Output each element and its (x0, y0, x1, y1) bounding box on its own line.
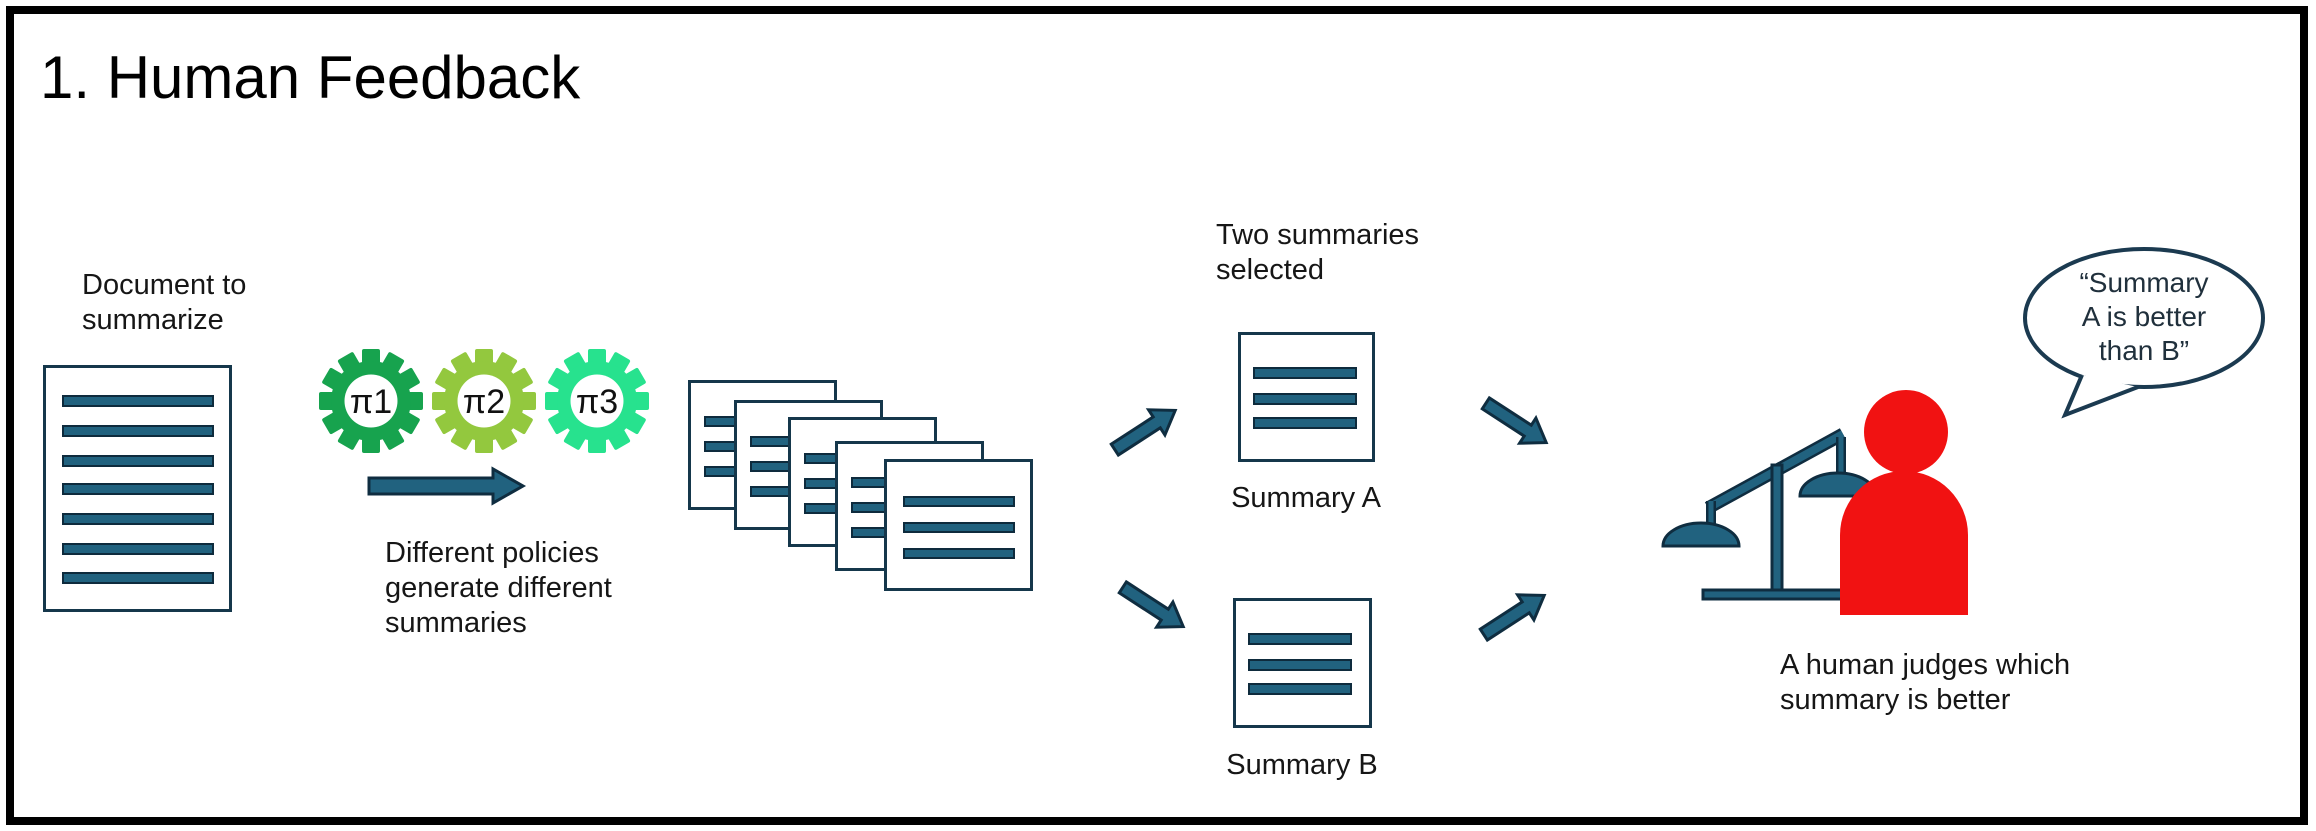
slide-title: 1. Human Feedback (40, 44, 581, 111)
text-line (903, 522, 1015, 533)
arrow-right-icon (367, 466, 527, 506)
judge-caption: A human judges which summary is better (1780, 649, 2071, 716)
arrow-up-right-icon (1478, 593, 1547, 643)
speech-bubble-text: “Summary A is better than B” (2049, 266, 2239, 368)
text-line (1248, 683, 1352, 695)
gear-pi1-label: π1 (350, 383, 392, 421)
text-line (1253, 367, 1357, 379)
gear-pi2-label: π2 (463, 383, 505, 421)
gear-pi3-label: π3 (576, 383, 618, 421)
policy-gears: π1 π2 (319, 349, 649, 453)
summary-b-label: Summary B (1226, 749, 1378, 781)
text-line (1253, 393, 1357, 405)
text-line (62, 483, 214, 495)
gear-pi3-icon: π3 (545, 349, 649, 453)
gear-pi2-icon: π2 (432, 349, 536, 453)
person-icon (1840, 390, 1968, 615)
slide-border (6, 6, 2308, 825)
speech-line: than B” (2098, 335, 2190, 366)
text-line (903, 496, 1015, 507)
speech-line: “Summary (2079, 267, 2209, 298)
text-line (62, 513, 214, 525)
policies-caption: Different policies generate different su… (385, 537, 612, 639)
arrow-up-right-icon (1109, 408, 1178, 458)
two-summaries-heading: Two summaries selected (1216, 219, 1420, 286)
summary-b-icon (1233, 598, 1372, 728)
text-line (62, 455, 214, 467)
text-line (1253, 417, 1357, 429)
text-line (62, 572, 214, 584)
text-line (62, 395, 214, 407)
text-line (903, 548, 1015, 559)
summary-a-label: Summary A (1231, 482, 1381, 514)
text-line (62, 425, 214, 437)
document-icon (43, 365, 232, 612)
balance-scale-icon (1661, 428, 1878, 601)
text-line (1248, 659, 1352, 671)
speech-bubble-icon (2023, 247, 2265, 419)
speech-line: A is better (2081, 301, 2207, 332)
arrow-down-right-icon (1480, 395, 1549, 445)
summary-a-icon (1238, 332, 1375, 462)
text-line (62, 543, 214, 555)
document-label: Document to summarize (82, 269, 247, 336)
text-line (1248, 633, 1352, 645)
gear-pi1-icon: π1 (319, 349, 423, 453)
arrow-down-right-icon (1117, 579, 1186, 629)
summary-stack-page-front (884, 459, 1033, 591)
